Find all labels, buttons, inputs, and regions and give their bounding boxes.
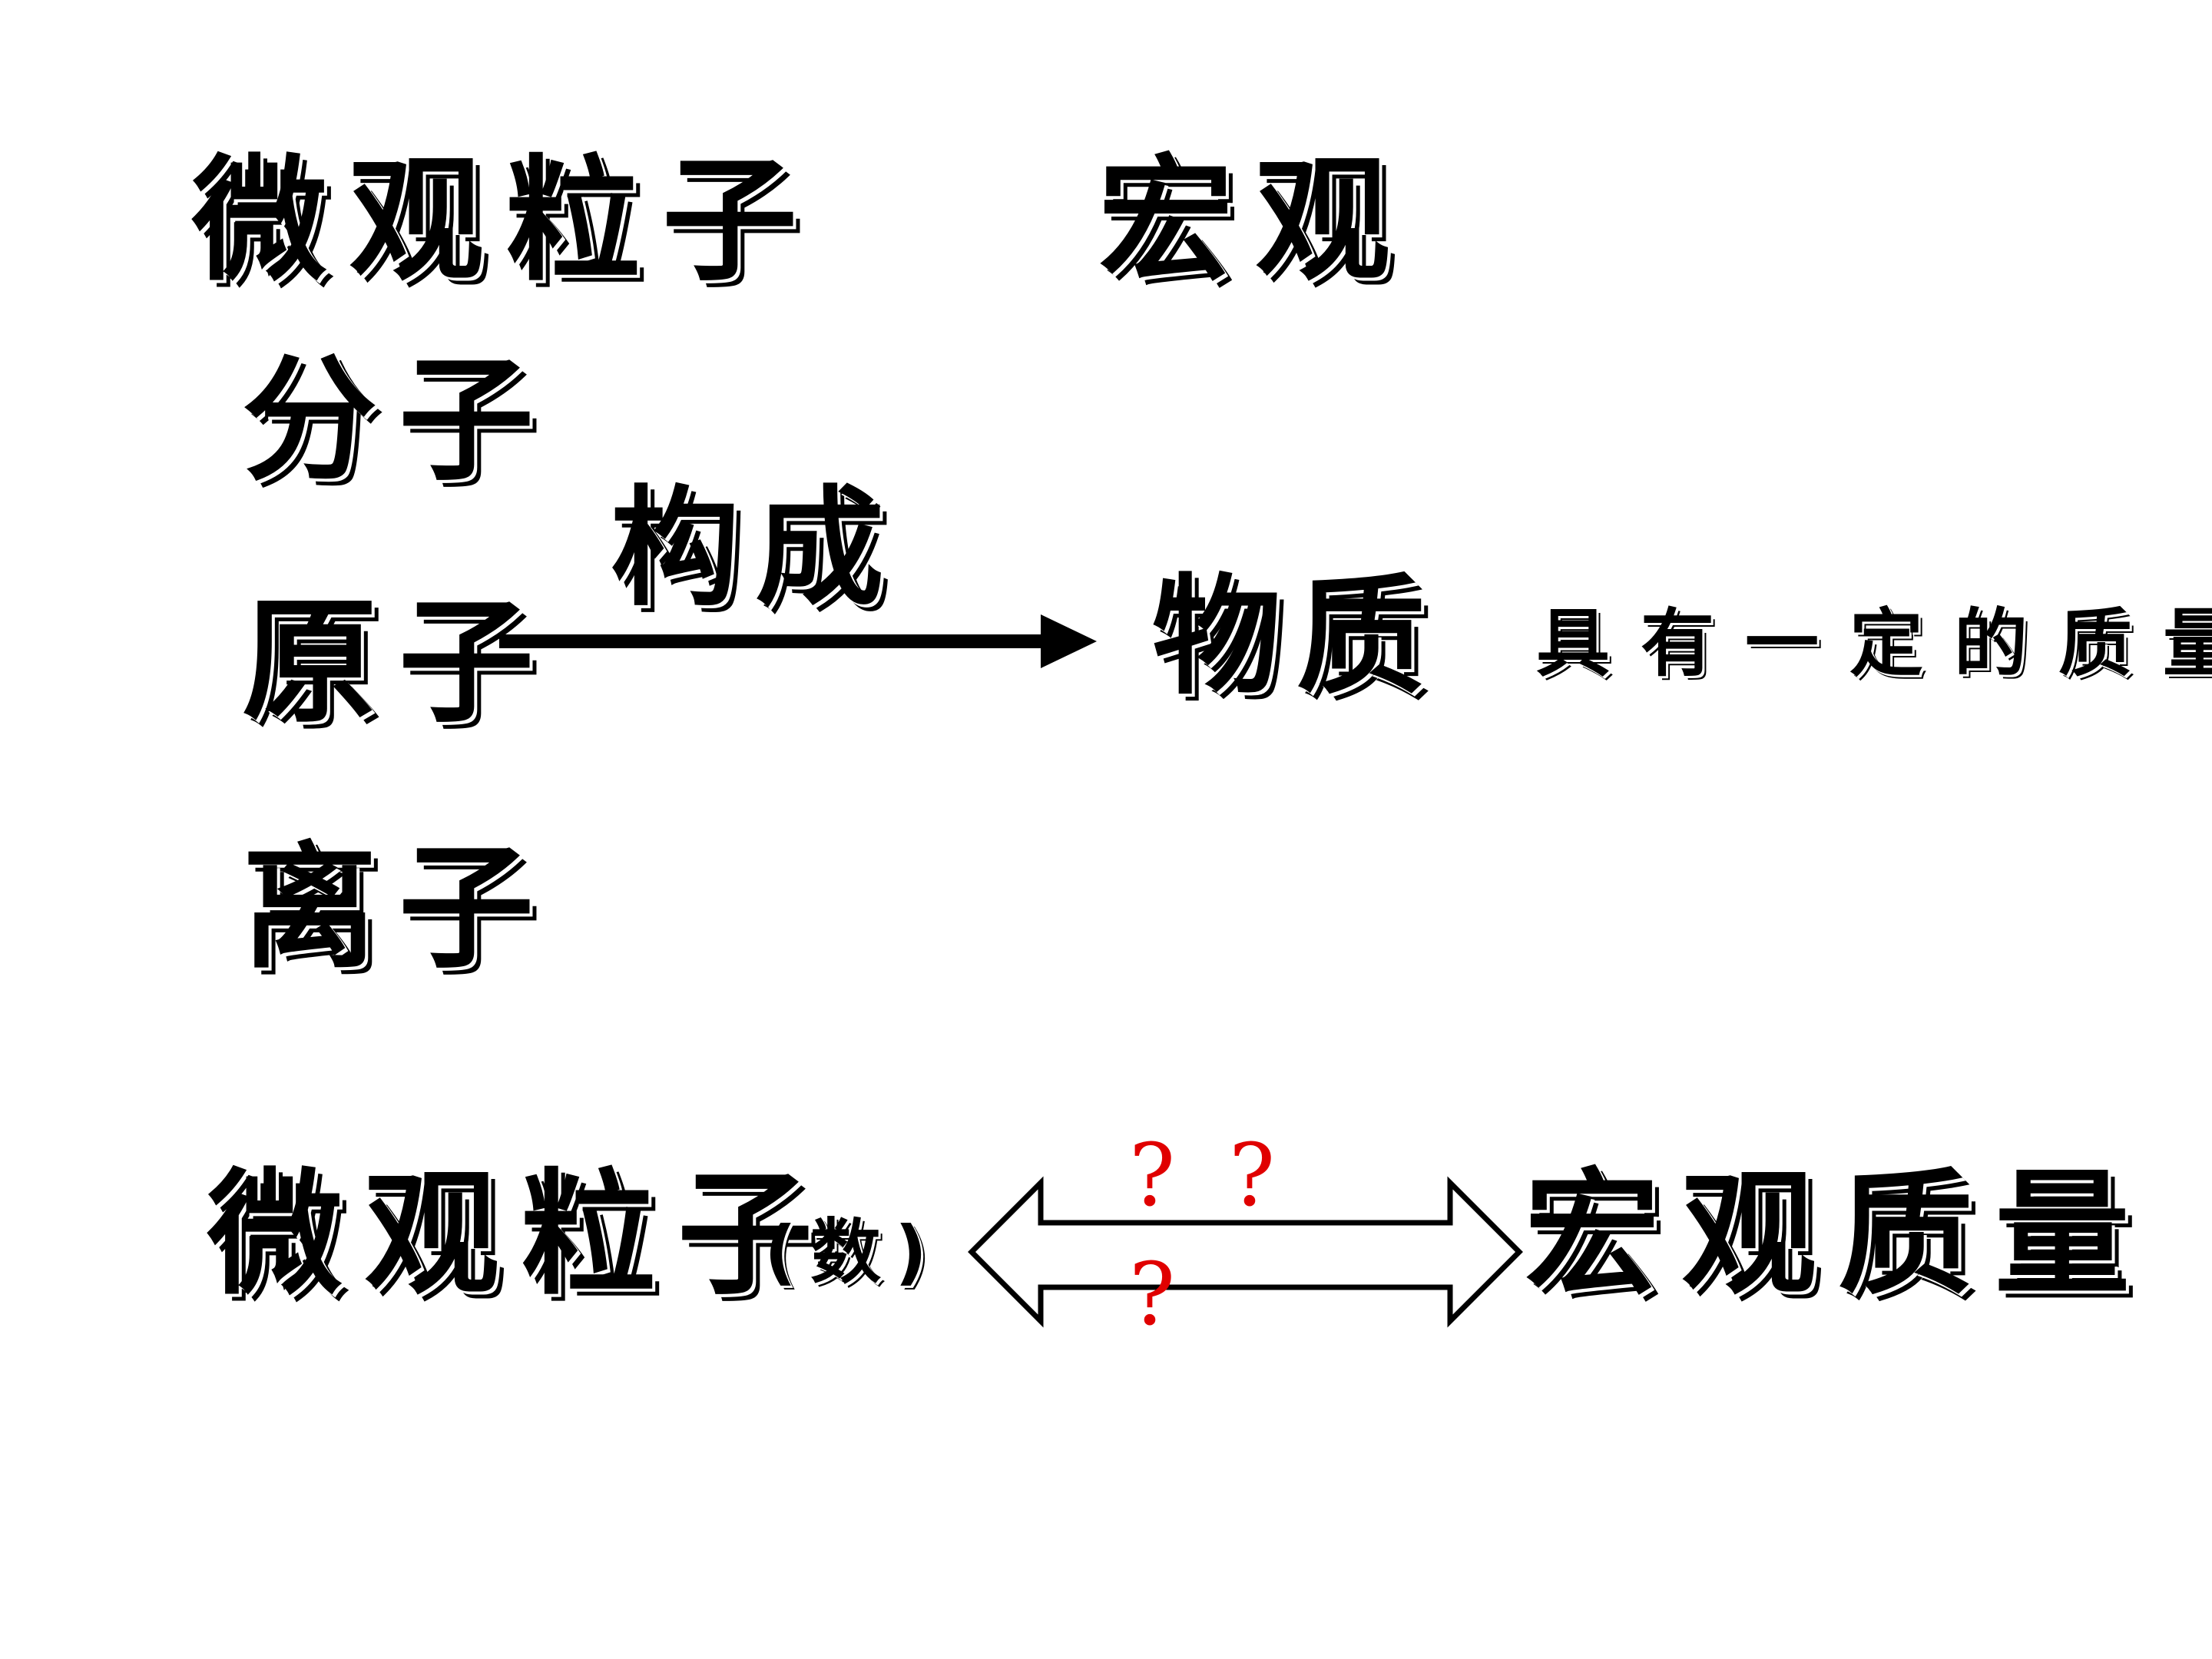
macro-heading: 宏观 (1098, 142, 1412, 300)
particle-atom: 原子 (242, 584, 556, 741)
double-arrow (968, 1176, 1523, 1328)
particle-molecule: 分子 (242, 342, 556, 499)
question-mark: ? (1129, 1126, 1176, 1226)
arrow-label: 构成 (611, 473, 899, 624)
compose-arrow (499, 614, 1097, 668)
substance-property: 具有一定的质量 (1536, 601, 2212, 687)
question-mark: ? (1129, 1245, 1176, 1345)
bottom-macro-label: 宏观质量 (1525, 1156, 2152, 1313)
particle-ion: 离子 (242, 830, 556, 987)
micro-heading: 微观粒子 (192, 142, 820, 300)
question-mark: ? (1229, 1126, 1276, 1226)
bottom-micro-label: 微观粒子 (207, 1156, 835, 1313)
bottom-micro-note: (数) (764, 1211, 942, 1293)
substance: 物质 (1152, 561, 1441, 712)
